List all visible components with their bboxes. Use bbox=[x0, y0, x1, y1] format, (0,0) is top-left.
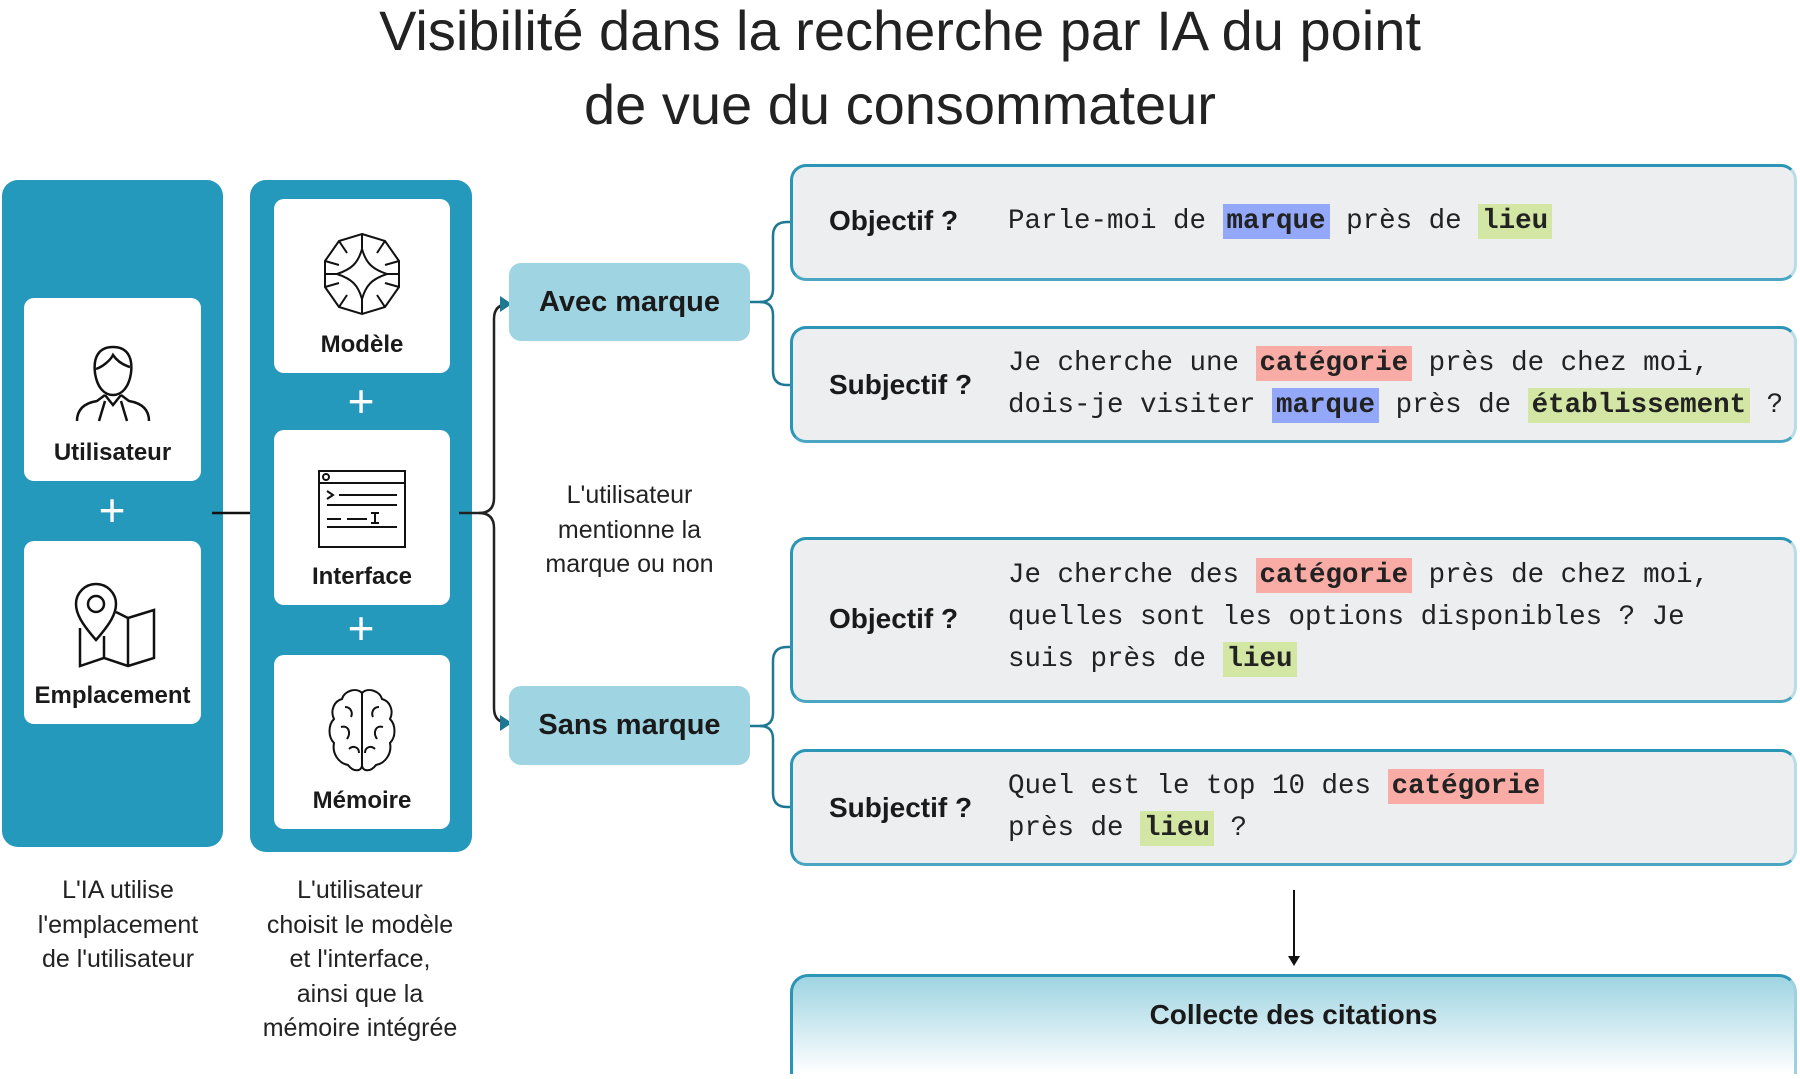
prompt-segment: près de bbox=[1379, 390, 1528, 421]
brain-icon bbox=[328, 689, 396, 772]
plus-icon: + bbox=[98, 484, 126, 536]
prompt-text: Je cherche une catégorie près de chez mo… bbox=[1008, 343, 1783, 427]
prompt-line: Quel est le top 10 des catégorie bbox=[1008, 766, 1545, 808]
prompt-type-label: Objectif ? bbox=[829, 603, 959, 634]
prompt-type-label: Objectif ? bbox=[829, 205, 959, 236]
prompt-segment: suis près de bbox=[1008, 644, 1223, 675]
caption-line: choisit le modèle bbox=[266, 910, 454, 939]
prompt-segment: ? bbox=[1750, 390, 1784, 421]
page-title: Visibilité dans la recherche par IA du p… bbox=[0, 0, 1800, 142]
title-line-2: de vue du consommateur bbox=[584, 73, 1216, 136]
interface-card: Interface bbox=[274, 430, 450, 605]
caption-line: l'emplacement bbox=[37, 910, 199, 939]
caption-line: mémoire intégrée bbox=[262, 1014, 458, 1042]
citation-collection-box: Collecte des citations bbox=[790, 974, 1797, 1074]
interface-label: Interface bbox=[311, 563, 413, 590]
with-brand-label: Avec marque bbox=[538, 285, 721, 318]
prompt-type-label: Subjectif ? bbox=[829, 369, 973, 400]
highlight-lieu: lieu bbox=[1140, 811, 1215, 846]
highlight-lieu: lieu bbox=[1222, 642, 1297, 677]
without-brand-pill: Sans marque bbox=[509, 686, 750, 765]
prompt-line: Je cherche des catégorie près de chez mo… bbox=[1008, 555, 1709, 597]
highlight-categorie: catégorie bbox=[1387, 769, 1545, 804]
prompt-segment: Je cherche une bbox=[1008, 348, 1256, 379]
prompt-box: Objectif ? Parle-moi de marque près de li… bbox=[790, 164, 1797, 281]
prompt-segment: quelles sont les options disponibles ? J… bbox=[1008, 602, 1685, 633]
prompt-segment: ? bbox=[1214, 813, 1248, 844]
caption-line: L'IA utilise bbox=[62, 876, 174, 904]
memory-label: Mémoire bbox=[312, 787, 412, 814]
highlight-marque: marque bbox=[1272, 388, 1380, 423]
prompt-segment: Parle-moi de bbox=[1008, 206, 1223, 237]
prompt-line: dois-je visiter marque près de établisse… bbox=[1008, 385, 1783, 427]
citation-collection-label: Collecte des citations bbox=[1149, 999, 1438, 1030]
caption-line: L'utilisateur bbox=[297, 876, 423, 904]
highlight-categorie: catégorie bbox=[1255, 346, 1413, 381]
prompt-segment: Je cherche des bbox=[1008, 560, 1256, 591]
without-brand-label: Sans marque bbox=[538, 709, 721, 741]
prompt-line: près de lieu ? bbox=[1008, 808, 1544, 850]
location-card: Emplacement bbox=[24, 541, 201, 724]
prompt-line: suis près de lieu bbox=[1008, 639, 1709, 681]
note-line: mentionne la bbox=[557, 515, 702, 544]
model-label: Modèle bbox=[320, 331, 404, 358]
prompt-segment: près de chez moi, bbox=[1412, 348, 1710, 379]
highlight-lieu: lieu bbox=[1478, 204, 1553, 239]
user-label: Utilisateur bbox=[53, 439, 172, 466]
model-card: Modèle bbox=[274, 199, 450, 373]
highlight-marque: marque bbox=[1222, 204, 1330, 239]
prompt-line: Je cherche une catégorie près de chez mo… bbox=[1008, 343, 1783, 385]
prompt-segment: près de bbox=[1329, 206, 1479, 237]
prompt-type-label: Subjectif ? bbox=[829, 792, 973, 823]
prompt-box: Subjectif ? Quel est le top 10 des catégo… bbox=[790, 749, 1797, 866]
model-icon bbox=[324, 232, 400, 316]
map-pin-icon bbox=[74, 582, 155, 668]
note-line: L'utilisateur bbox=[566, 481, 693, 509]
with-brand-pill: Avec marque bbox=[509, 263, 750, 341]
prompt-line: Parle-moi de marque près de lieu bbox=[1008, 201, 1553, 243]
caption-line: et l'interface, bbox=[289, 945, 431, 973]
caption-line: ainsi que la bbox=[296, 979, 424, 1008]
prompt-segment: près de bbox=[1008, 813, 1141, 844]
caption-line: de l'utilisateur bbox=[41, 945, 195, 973]
user-icon bbox=[75, 345, 150, 422]
left-caption: L'IA utilise l'emplacement de l'utilisateu… bbox=[0, 873, 236, 977]
memory-card: Mémoire bbox=[274, 655, 450, 829]
prompt-segment: Quel est le top 10 des bbox=[1008, 771, 1388, 802]
prompt-text: Parle-moi de marque près de lieu bbox=[1008, 201, 1553, 243]
highlight-categorie: catégorie bbox=[1255, 558, 1413, 593]
prompt-segment: dois-je visiter bbox=[1008, 390, 1273, 421]
interface-icon bbox=[318, 470, 406, 548]
user-card: Utilisateur bbox=[24, 298, 201, 481]
prompt-box: Objectif ? Je cherche des catégorie près … bbox=[790, 537, 1797, 703]
location-label: Emplacement bbox=[34, 682, 191, 709]
prompt-box: Subjectif ? Je cherche une catégorie près… bbox=[790, 326, 1797, 443]
title-line-1: Visibilité dans la recherche par IA du p… bbox=[379, 0, 1421, 62]
note-line: marque ou non bbox=[545, 550, 714, 578]
prompt-segment: près de chez moi, bbox=[1412, 560, 1710, 591]
highlight-lieu: établissement bbox=[1527, 388, 1751, 423]
mid-caption: L'utilisateur choisit le modèle et l'inter… bbox=[235, 873, 485, 1046]
branch-note: L'utilisateur mentionne la marque ou non bbox=[509, 478, 750, 582]
prompt-text: Je cherche des catégorie près de chez mo… bbox=[1008, 555, 1709, 681]
plus-icon: + bbox=[347, 375, 375, 427]
user-context-panel bbox=[2, 180, 223, 847]
prompt-line: quelles sont les options disponibles ? J… bbox=[1008, 597, 1709, 639]
plus-icon: + bbox=[347, 602, 375, 654]
